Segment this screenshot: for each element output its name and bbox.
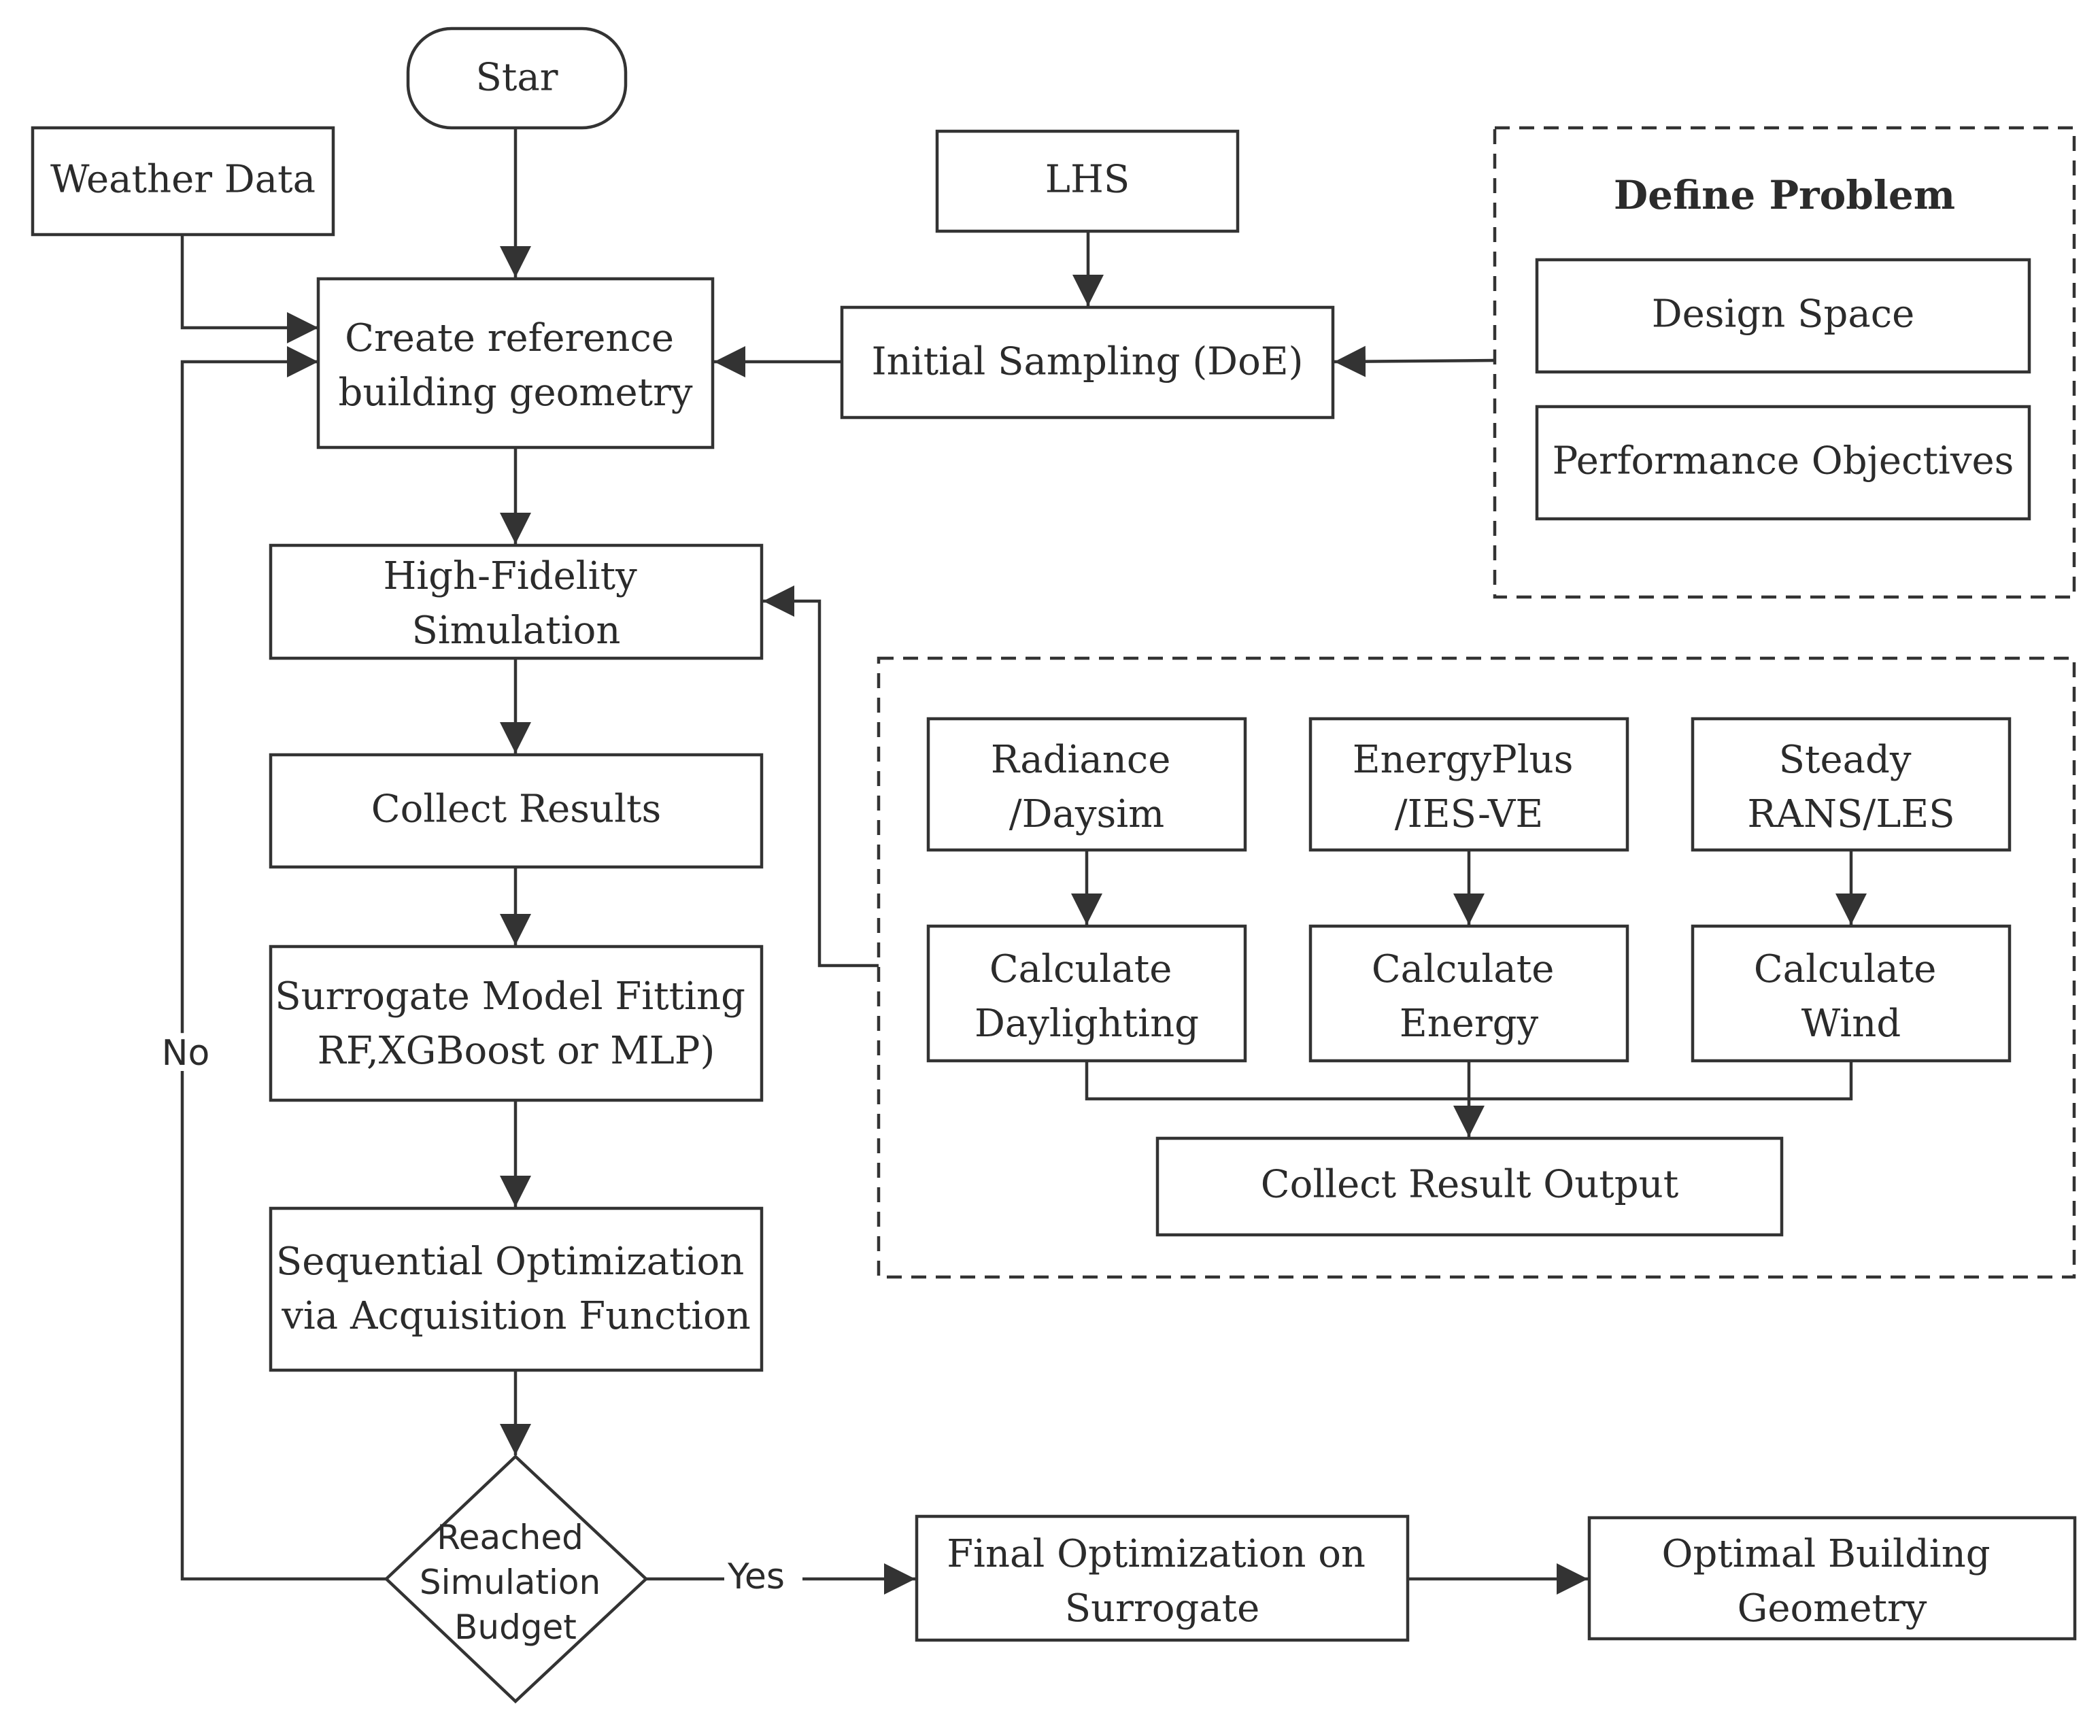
edge-label-yes: Yes	[727, 1556, 785, 1597]
energyplus-line-1: EnergyPlus	[1353, 738, 1574, 782]
energyplus-line-2: /IES-VE	[1395, 792, 1543, 836]
calc-energy-node: Calculate Energy	[1308, 924, 1629, 1063]
weather-data-node: Weather Data	[31, 126, 335, 237]
collect-results-node: Collect Results	[269, 753, 764, 869]
final-optimization-line-1: Final Optimization on	[947, 1532, 1366, 1576]
design-space-label: Design Space	[1652, 292, 1915, 337]
optimal-geometry-node: Optimal Building Geometry	[1587, 1516, 2077, 1641]
sequential-line-2: via Acquisition Function	[281, 1294, 751, 1338]
collect-result-output-node: Collect Result Output	[1155, 1136, 1784, 1237]
sequential-node: Sequential Optimization via Acquisition …	[269, 1206, 764, 1372]
calc-wind-node: Calculate Wind	[1691, 924, 2012, 1063]
define-problem-group	[1493, 126, 2076, 599]
steady-line-1: Steady	[1779, 738, 1912, 782]
svg-text:Reached Simulation: Reached Simulation Budget	[420, 1518, 611, 1647]
surrogate-line-1: Surrogate Model Fitting	[275, 974, 745, 1019]
svg-text:Calculate Daylighting: Calculate Daylighting	[975, 947, 1199, 1046]
high-fidelity-line-2: Simulation	[412, 609, 621, 653]
calc-wind-line-1: Calculate	[1754, 947, 1937, 991]
svg-text:Steady RANS/LES: Steady RANS/LES	[1747, 738, 1954, 836]
svg-text:Calculate Energy: Calculate Energy	[1372, 947, 1566, 1046]
svg-text:Sequential Optimization: Sequential Optimization via Acquisition …	[276, 1240, 756, 1338]
svg-text:Radiance /Daysim: Radiance /Daysim	[991, 738, 1183, 836]
budget-line-2: Simulation	[420, 1563, 600, 1602]
weather-data-label: Weather Data	[50, 158, 316, 202]
design-space-node: Design Space	[1535, 258, 2031, 374]
calc-energy-line-2: Energy	[1400, 1002, 1539, 1046]
radiance-node: Radiance /Daysim	[926, 717, 1247, 852]
lhs-node: LHS	[935, 129, 1240, 233]
define-problem-title: Define Problem	[1614, 172, 1955, 218]
radiance-line-1: Radiance	[991, 738, 1171, 782]
svg-text:Optimal Building Geometr: Optimal Building Geometry	[1662, 1532, 2003, 1631]
svg-text:Final Optimization on Su: Final Optimization on Surrogate	[947, 1532, 1378, 1631]
energyplus-node: EnergyPlus /IES-VE	[1308, 717, 1629, 852]
svg-text:Create reference buildin: Create reference building geometry	[338, 316, 692, 415]
edge-label-no: No	[162, 1033, 210, 1074]
radiance-line-2: /Daysim	[1009, 792, 1165, 836]
budget-line-3: Budget	[454, 1607, 577, 1647]
high-fidelity-node: High-Fidelity Simulation	[269, 543, 764, 660]
final-optimization-node: Final Optimization on Surrogate	[915, 1514, 1410, 1642]
svg-text:Calculate Wind: Calculate Wind	[1754, 947, 1948, 1046]
create-geometry-line-1: Create reference	[345, 316, 674, 360]
lhs-label: LHS	[1045, 158, 1130, 202]
steady-line-2: RANS/LES	[1747, 792, 1954, 836]
calc-wind-line-2: Wind	[1801, 1002, 1901, 1046]
surrogate-line-2: RF,XGBoost or MLP)	[318, 1029, 715, 1073]
initial-sampling-node: Initial Sampling (DoE)	[840, 305, 1335, 420]
svg-text:EnergyPlus /IES-VE: EnergyPlus /IES-VE	[1353, 738, 1586, 836]
budget-decision-node: Reached Simulation Budget	[384, 1454, 649, 1704]
create-geometry-node: Create reference building geometry	[316, 277, 715, 449]
calc-daylighting-line-1: Calculate	[989, 947, 1172, 991]
optimal-geometry-line-1: Optimal Building	[1662, 1532, 1991, 1576]
calc-daylighting-line-2: Daylighting	[975, 1002, 1199, 1046]
start-node: Star	[406, 27, 628, 130]
svg-text:Surrogate Model Fitting: Surrogate Model Fitting RF,XGBoost or ML…	[275, 974, 758, 1073]
performance-objectives-node: Performance Objectives	[1535, 405, 2031, 521]
surrogate-node: Surrogate Model Fitting RF,XGBoost or ML…	[269, 944, 764, 1102]
optimal-geometry-line-2: Geometry	[1738, 1586, 1927, 1631]
collect-results-label: Collect Results	[371, 787, 661, 832]
create-geometry-line-2: building geometry	[338, 371, 692, 415]
simulation-tools-group	[877, 656, 2076, 1279]
budget-line-1: Reached	[437, 1518, 583, 1557]
svg-text:High-Fidelity Simulation: High-Fidelity Simulation	[383, 554, 649, 653]
collect-result-output-label: Collect Result Output	[1261, 1163, 1679, 1207]
connectors	[180, 128, 1867, 1595]
final-optimization-line-2: Surrogate	[1065, 1586, 1260, 1631]
start-label: Star	[475, 56, 558, 100]
performance-objectives-label: Performance Objectives	[1553, 439, 2014, 483]
high-fidelity-line-1: High-Fidelity	[383, 554, 637, 598]
sequential-line-1: Sequential Optimization	[276, 1240, 744, 1284]
steady-node: Steady RANS/LES	[1691, 717, 2012, 852]
calc-daylighting-node: Calculate Daylighting	[926, 924, 1247, 1063]
initial-sampling-label: Initial Sampling (DoE)	[871, 340, 1303, 384]
calc-energy-line-1: Calculate	[1372, 947, 1555, 991]
